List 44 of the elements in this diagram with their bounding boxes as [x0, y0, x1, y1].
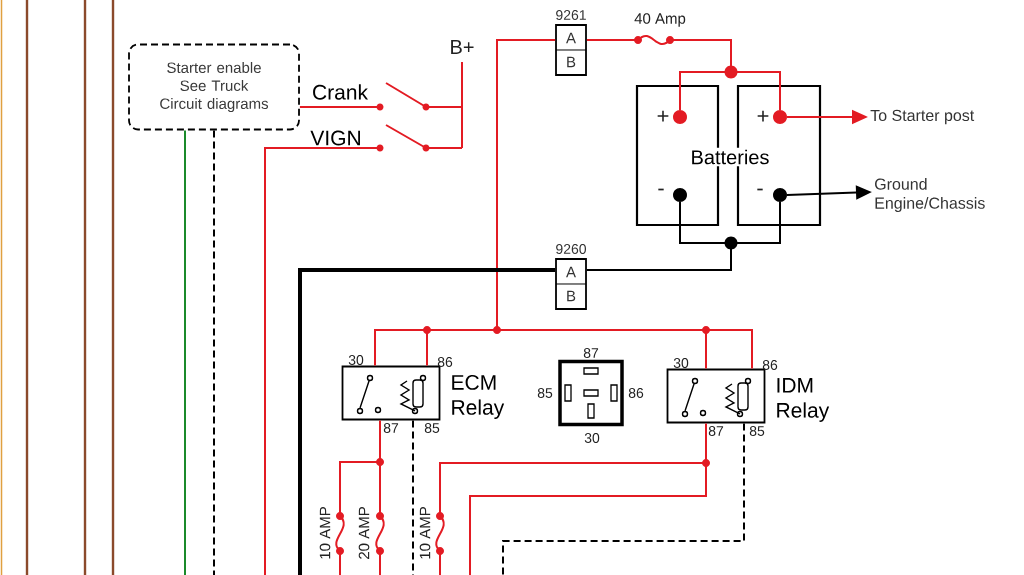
pin-number: 30 [584, 433, 600, 443]
pin-number: 87 [383, 423, 399, 433]
pin-number: 86 [762, 360, 778, 370]
fuse-rating: 20 AMP [358, 507, 370, 559]
wire [502, 422, 745, 575]
pin-number: 30 [348, 355, 364, 365]
connector-block: A B [555, 24, 587, 76]
polarity-sign: - [658, 188, 664, 191]
polarity-sign: + [657, 110, 669, 122]
pin-number: 85 [424, 423, 440, 433]
connector-number: 9260 [556, 244, 586, 254]
wire [264, 147, 381, 575]
pin-number: 85 [749, 426, 765, 436]
relay-label: ECM Relay [452, 375, 505, 419]
pin-number: 30 [673, 358, 689, 368]
polarity-sign: + [757, 110, 769, 122]
wire [213, 129, 215, 575]
pin-number: 86 [628, 388, 644, 398]
wire [339, 419, 381, 575]
pin-number: 86 [437, 357, 453, 367]
fuse-rating: 10 AMP [319, 507, 331, 559]
pin-number: 87 [583, 348, 599, 358]
ignition-switch-drawing [376, 61, 463, 152]
terminal-text: To Starter post [870, 109, 975, 125]
edge-label: Crank [311, 83, 369, 101]
wire [585, 201, 781, 271]
pin-number: 87 [708, 426, 724, 436]
battery-label: Batteries [688, 147, 772, 167]
fuse-rating: 40 Amp [634, 13, 686, 27]
wire [412, 419, 414, 575]
wire [298, 268, 556, 575]
dashed-box: Starter enable See Truck Circuit diagrams [128, 43, 300, 131]
edge-label: VIGN [309, 129, 363, 147]
fuse-rating: 10 AMP [419, 507, 431, 559]
polarity-sign: - [757, 188, 763, 191]
wire [184, 129, 186, 575]
connector-number: 9261 [556, 10, 586, 20]
connector-block: A B [555, 258, 587, 310]
wire [298, 106, 381, 108]
relay-label: IDM Relay [777, 378, 830, 422]
pin-number: 85 [537, 388, 553, 398]
terminal-label: B+ [451, 40, 474, 54]
wire [439, 422, 707, 575]
terminal-text: Ground Engine/Chassis [875, 178, 985, 212]
